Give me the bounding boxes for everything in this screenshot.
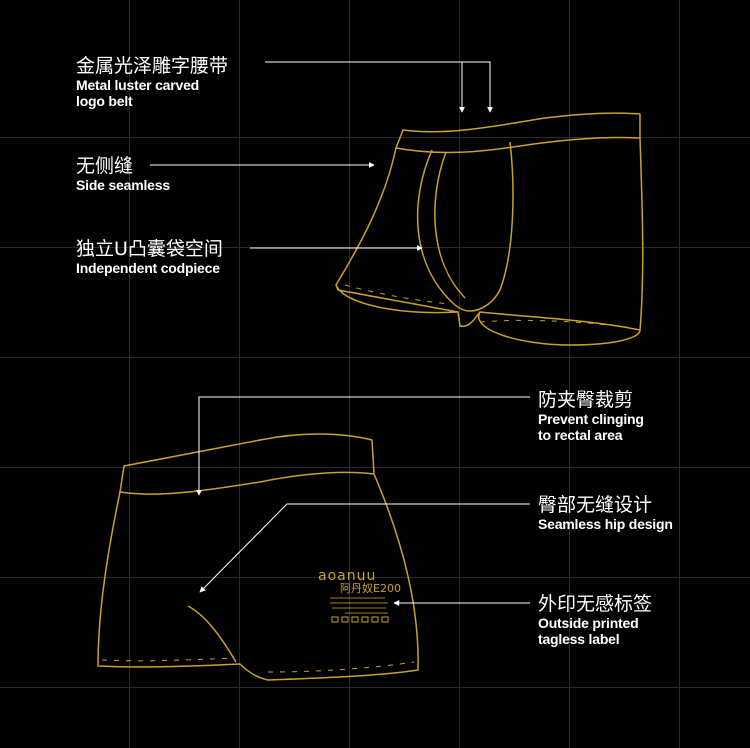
codpiece-pouch-inner <box>434 151 466 299</box>
back-stitch-right <box>267 661 415 673</box>
callout-label-en-2: tagless label <box>538 631 620 647</box>
front-leg-opening-right <box>477 311 641 346</box>
front-stitch-left <box>344 284 451 305</box>
callout-rectal-en-1: Prevent clinging <box>538 411 644 427</box>
front-waistband <box>395 112 641 154</box>
label-model-text: 阿丹奴E200 <box>340 581 401 595</box>
callout-side-cn: 无侧缝 <box>76 155 134 177</box>
leader-lines <box>150 61 530 606</box>
back-stitch-left <box>101 657 233 662</box>
front-view-briefs <box>335 112 644 346</box>
leader-rectal <box>196 396 530 496</box>
printed-tagless-label: aoanuu 阿丹奴E200 <box>318 568 401 623</box>
callout-belt: 金属光泽雕字腰带 Metal luster carved logo belt <box>76 55 228 109</box>
leader-belt <box>265 61 493 113</box>
label-brand-text: aoanuu <box>318 568 376 584</box>
callout-belt-en-1: Metal luster carved <box>76 77 200 93</box>
callout-codpiece: 独立U凸囊袋空间 Independent codpiece <box>76 238 223 276</box>
back-waistband <box>119 433 375 495</box>
callout-belt-en-2: logo belt <box>76 93 133 109</box>
codpiece-pouch-outer <box>416 141 514 312</box>
callout-hip: 臀部无缝设计 Seamless hip design <box>538 494 673 532</box>
front-stitch-right <box>479 319 633 329</box>
callout-rectal: 防夹臀裁剪 Prevent clinging to rectal area <box>538 389 644 443</box>
callout-codpiece-cn: 独立U凸囊袋空间 <box>76 238 223 260</box>
callout-label-cn: 外印无感标签 <box>538 593 653 615</box>
callout-hip-en: Seamless hip design <box>538 516 673 532</box>
leader-hip <box>199 503 530 593</box>
front-leg-opening-left <box>335 284 459 314</box>
callout-codpiece-en: Independent codpiece <box>76 260 220 276</box>
label-fine-print-lines <box>330 597 388 614</box>
back-leg-crease <box>187 605 237 663</box>
callout-label: 外印无感标签 Outside printed tagless label <box>538 593 652 647</box>
back-view-briefs <box>97 433 419 681</box>
front-body-outline <box>335 137 644 331</box>
care-symbols <box>331 616 389 623</box>
callout-hip-cn: 臀部无缝设计 <box>538 494 653 516</box>
callout-label-en-1: Outside printed <box>538 615 639 631</box>
back-body-outline <box>97 473 419 681</box>
callout-side-en: Side seamless <box>76 177 170 193</box>
callout-side-seamless: 无侧缝 Side seamless <box>76 155 170 193</box>
callout-rectal-cn: 防夹臀裁剪 <box>538 389 634 411</box>
callout-rectal-en-2: to rectal area <box>538 427 623 443</box>
callout-belt-cn: 金属光泽雕字腰带 <box>76 55 229 77</box>
